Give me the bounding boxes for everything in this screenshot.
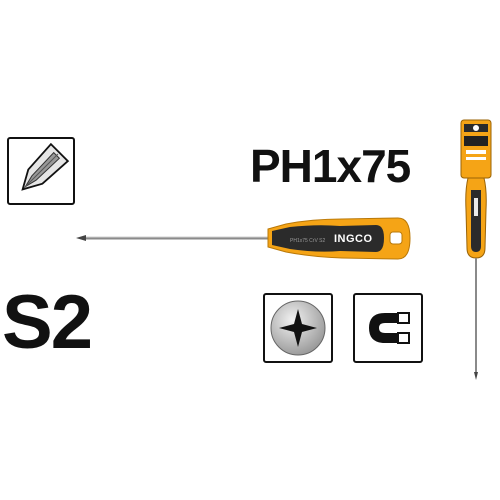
phillips-feature-box	[263, 293, 333, 363]
phillips-recess-icon	[270, 300, 326, 356]
screwdriver-image: INGCO PH1x75 CrV S2	[76, 217, 411, 260]
handle-spec-text: PH1x75 CrV S2	[290, 238, 326, 244]
packaged-screwdriver-image	[460, 119, 492, 380]
handle-brand-text: INGCO	[334, 233, 373, 245]
phillips-tip-closeup-icon	[21, 142, 70, 191]
tip-closeup-box	[7, 137, 75, 205]
magnetic-tip-icon	[369, 312, 410, 344]
magnet-feature-box	[353, 293, 423, 363]
model-label: PH1x75	[250, 140, 411, 192]
material-label: S2	[2, 280, 93, 365]
